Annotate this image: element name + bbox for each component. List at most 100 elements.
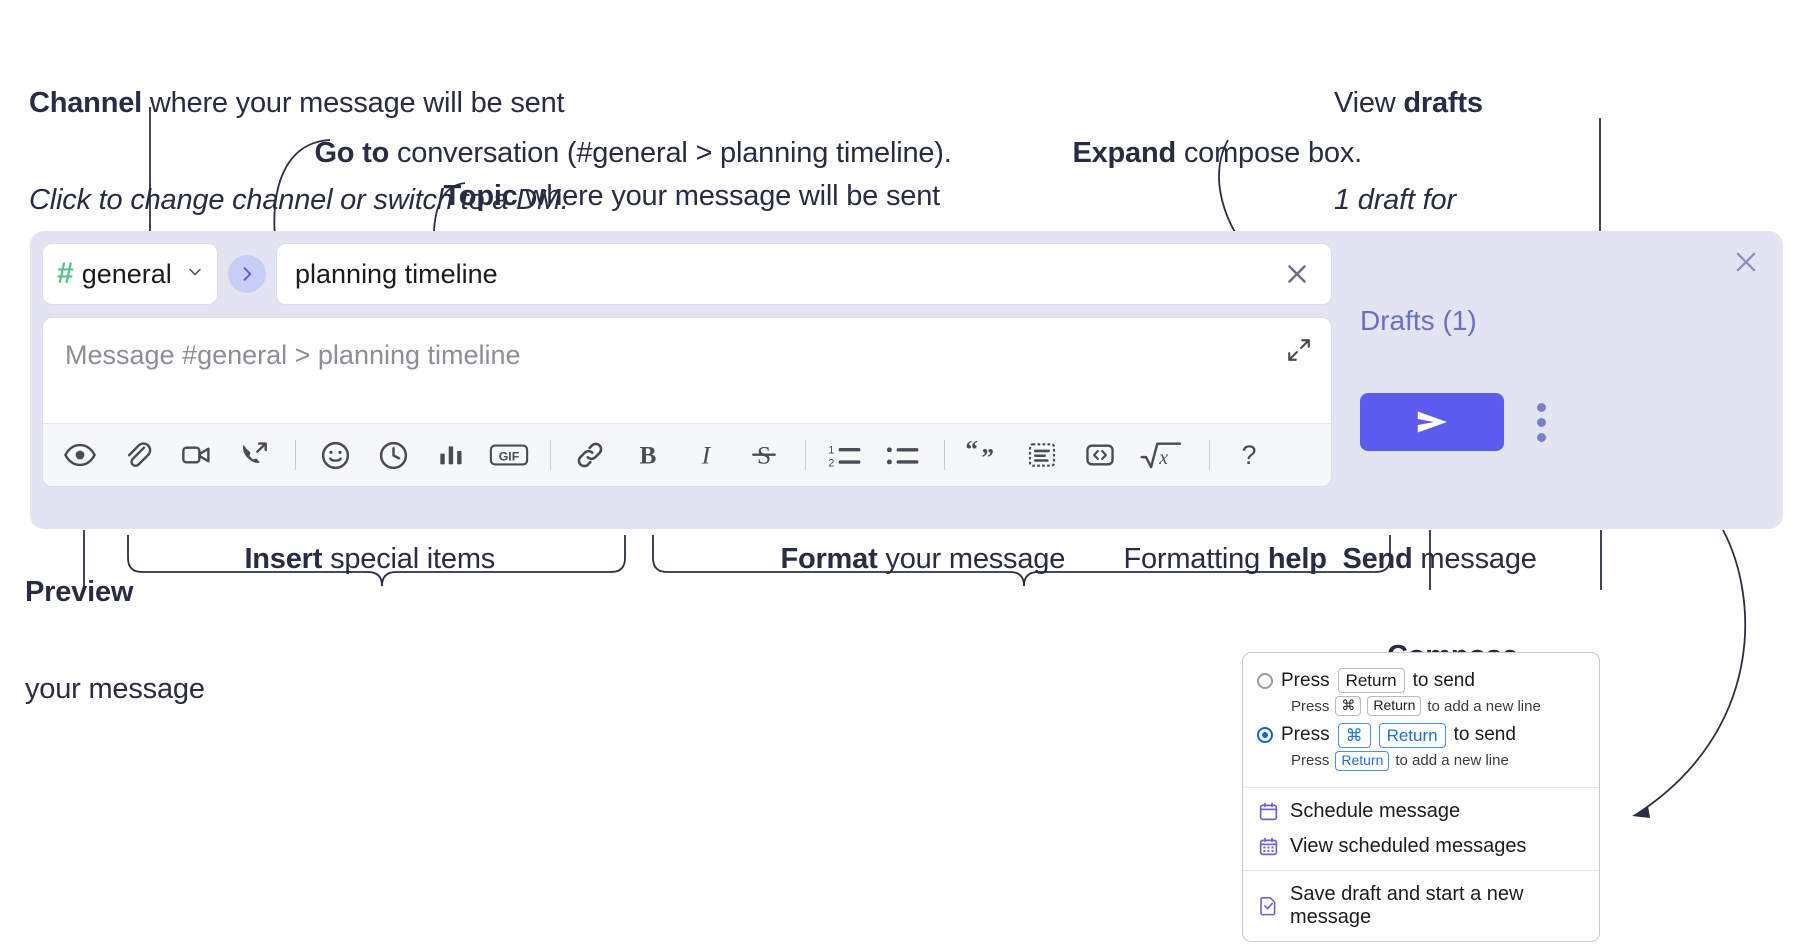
code-block-icon (1028, 443, 1056, 467)
hash-icon: # (57, 257, 74, 290)
send-paper-plane-icon (1417, 411, 1447, 433)
bold-icon: B (640, 442, 657, 470)
latex-button[interactable]: x (1135, 432, 1191, 478)
annotation-formatting-help: Formatting help (1092, 511, 1326, 608)
channel-selector[interactable]: # general (42, 243, 218, 305)
clock-icon (379, 441, 407, 469)
clear-topic-button[interactable] (1277, 254, 1317, 294)
bar-chart-icon (440, 446, 462, 465)
gif-button[interactable]: GIF (486, 432, 532, 478)
message-input[interactable]: Message #general > planning timeline (43, 318, 1331, 423)
chevron-down-icon (185, 262, 205, 287)
svg-text:1: 1 (828, 445, 834, 457)
gif-icon: GIF (489, 444, 529, 466)
topic-value: planning timeline (295, 258, 498, 289)
blockquote-button[interactable]: “ ” (961, 432, 1007, 478)
key-return: Return (1337, 668, 1405, 694)
menu-divider (1243, 869, 1599, 871)
strikethrough-icon: S (752, 442, 776, 470)
key-return: Return (1378, 722, 1446, 748)
annotation-drafts-pre: View (1334, 86, 1404, 119)
preview-button[interactable] (57, 432, 103, 478)
phone-arrow-icon (242, 442, 267, 463)
code-inline-icon (1086, 444, 1114, 466)
annotation-insert: Insert special items (213, 511, 495, 608)
video-clip-button[interactable] (173, 432, 219, 478)
svg-text:x: x (1158, 447, 1168, 469)
annotation-send: Send message (1311, 511, 1537, 608)
calendar-grid-icon (1257, 835, 1279, 857)
italic-icon: I (701, 442, 712, 470)
topic-field[interactable]: planning timeline (276, 243, 1332, 305)
audio-clip-button[interactable] (231, 432, 277, 478)
svg-text:2: 2 (828, 458, 834, 470)
close-icon (1736, 252, 1756, 272)
code-button[interactable] (1077, 432, 1123, 478)
separator-1 (295, 440, 296, 470)
sub-pre: Press (1291, 697, 1330, 715)
compose-options-menu: Press Return to send Press ⌘ Return to a… (1242, 652, 1600, 942)
annotation-goto-bold: Go to (314, 137, 390, 170)
annotation-insert-rest: special items (322, 543, 496, 576)
annotation-format-rest: your message (877, 543, 1066, 576)
send-button[interactable] (1360, 393, 1504, 451)
close-compose-button[interactable] (1729, 245, 1763, 279)
compose-options-button[interactable] (1526, 398, 1556, 446)
go-to-conversation-button[interactable] (228, 255, 266, 293)
annotation-drafts-italic-1: 1 draft for (1334, 184, 1456, 217)
message-placeholder: Message #general > planning timeline (65, 340, 521, 370)
expand-compose-button[interactable] (1281, 332, 1317, 368)
ordered-list-button[interactable]: 1 2 (822, 432, 868, 478)
formatting-help-button[interactable]: ? (1226, 432, 1272, 478)
code-block-button[interactable] (1019, 432, 1065, 478)
send-option-cmd-pre: Press (1281, 724, 1330, 746)
annotation-goto-rest: conversation (#general > planning timeli… (389, 137, 952, 170)
separator-2 (550, 440, 551, 470)
paperclip-icon (127, 442, 152, 467)
send-option-return-pre: Press (1281, 669, 1330, 691)
eye-icon (64, 443, 96, 467)
annotation-expand-rest: compose box. (1175, 137, 1362, 170)
separator-4 (944, 440, 945, 470)
sub-pre: Press (1291, 752, 1330, 770)
radio-selected-icon (1257, 727, 1273, 744)
key-command: ⌘ (1337, 722, 1371, 748)
ordered-list-icon: 1 2 (828, 445, 861, 470)
strikethrough-button[interactable]: S (741, 432, 787, 478)
annotation-channel-bold: Channel (29, 86, 142, 119)
emoji-button[interactable] (312, 432, 358, 478)
svg-text:GIF: GIF (499, 449, 520, 463)
document-check-icon (1257, 895, 1279, 917)
schedule-button[interactable] (370, 432, 416, 478)
more-vertical-icon-dot-3 (1536, 432, 1546, 442)
bold-button[interactable]: B (625, 432, 671, 478)
annotation-insert-bold: Insert (244, 543, 323, 576)
message-box: Message #general > planning timeline (42, 317, 1332, 487)
svg-text:I: I (701, 442, 712, 470)
annotation-send-rest: message (1412, 543, 1537, 576)
poll-button[interactable] (428, 432, 474, 478)
video-camera-icon (182, 446, 210, 464)
bulleted-list-button[interactable] (880, 432, 926, 478)
drafts-link[interactable]: Drafts (1) (1360, 305, 1477, 336)
annotation-channel-italic: Click to change channel or switch to a D… (29, 184, 569, 217)
annotation-help-rest: Formatting (1123, 543, 1268, 576)
channel-name-label: general (81, 258, 172, 289)
calendar-icon (1257, 800, 1279, 822)
question-mark-icon: ? (1242, 440, 1257, 470)
link-button[interactable] (567, 432, 613, 478)
menu-item-view-scheduled-messages[interactable]: View scheduled messages (1243, 829, 1599, 864)
send-option-return[interactable]: Press Return to send (1243, 665, 1599, 695)
attach-button[interactable] (115, 432, 161, 478)
send-option-cmd-return[interactable]: Press ⌘ Return to send (1243, 720, 1599, 750)
menu-item-save-draft[interactable]: Save draft and start a new message (1243, 877, 1599, 935)
italic-button[interactable]: I (683, 432, 729, 478)
menu-item-schedule-message[interactable]: Schedule message (1243, 794, 1599, 829)
annotation-format-bold: Format (780, 543, 878, 576)
expand-diagonal-icon (1288, 339, 1310, 361)
send-option-cmd-post: to send (1453, 724, 1516, 746)
svg-text:?: ? (1242, 440, 1257, 470)
formatting-toolbar: GIF (43, 423, 1331, 486)
annotation-send-bold: Send (1342, 543, 1413, 576)
